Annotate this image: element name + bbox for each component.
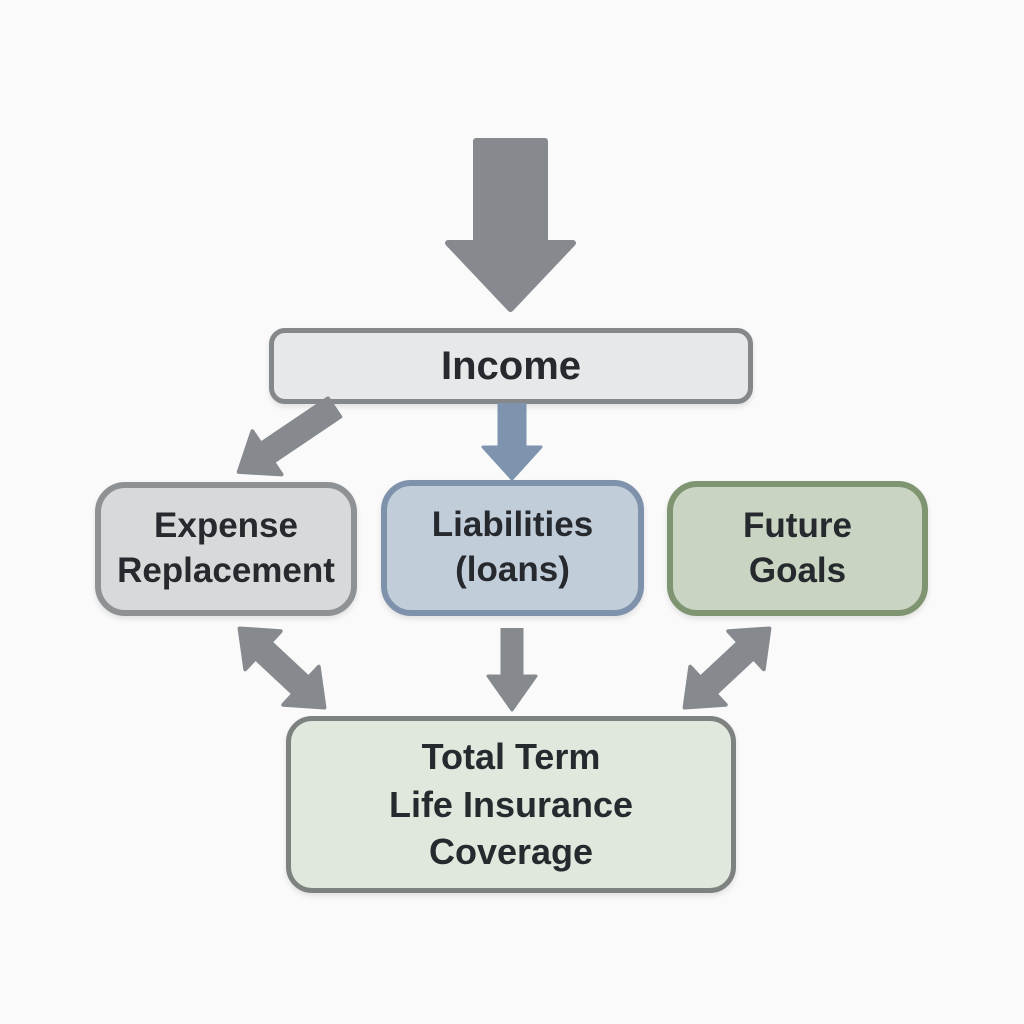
expense-total-double-arrow-icon (216, 603, 349, 733)
node-expense-replacement: Expense Replacement (95, 482, 357, 616)
node-income: Income (269, 328, 753, 404)
future-total-double-arrow-icon (661, 603, 794, 733)
node-expense-line1: Expense (154, 506, 298, 546)
node-future-line2: Goals (748, 550, 847, 590)
node-future-goals: Future Goals (667, 481, 928, 616)
node-liabilities: Liabilities (loans) (381, 480, 644, 616)
node-liabilities-line1: Liabilities (431, 505, 594, 545)
input-income-block-arrow-icon (443, 137, 578, 314)
node-total-line2: Life Insurance (388, 783, 634, 825)
liabilities-to-total-arrow-icon (485, 628, 539, 712)
income-to-expense-arrow-icon (218, 379, 355, 500)
node-income-label: Income (440, 343, 582, 388)
node-future-line1: Future (743, 505, 852, 545)
node-expense-line2: Replacement (117, 551, 335, 590)
income-to-liabilities-arrow-icon (480, 403, 544, 481)
node-liabilities-line2: (loans) (455, 550, 570, 589)
node-total-line3: Coverage (428, 831, 594, 873)
node-total-term-life-insurance-coverage: Total Term Life Insurance Coverage (286, 716, 736, 893)
node-total-line1: Total Term (421, 735, 601, 777)
